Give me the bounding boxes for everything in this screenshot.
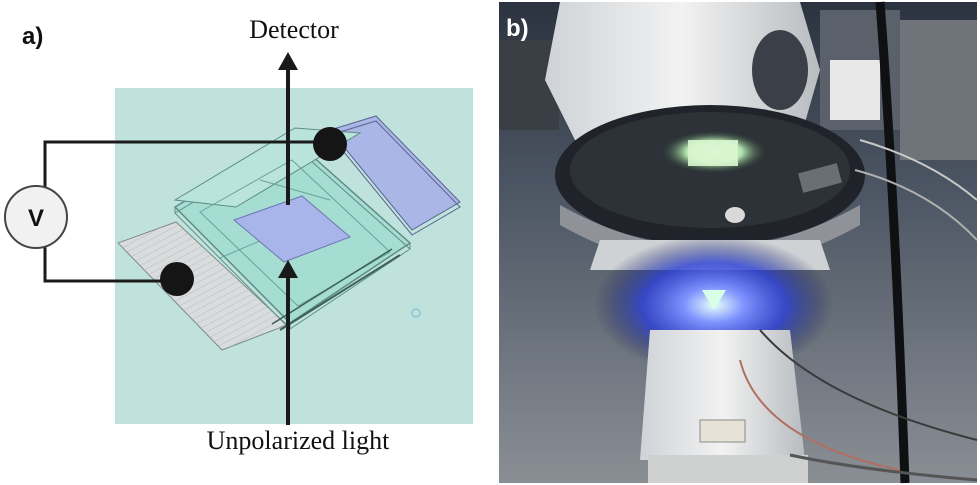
microscope-head [545,2,820,140]
detector-caption: Detector [249,15,339,44]
arrow-up-icon [278,52,298,70]
voltmeter-symbol: V [28,205,44,232]
light-source-caption: Unpolarized light [207,426,390,455]
sample-film [233,195,351,263]
voltmeter-icon: V [4,185,68,249]
bottom-contact-dot [160,262,194,296]
arrow-up-icon [278,260,298,278]
microscope-base [640,330,805,460]
glowing-sample [688,140,738,166]
top-contact-dot [313,127,347,161]
panel-a-label: a) [22,23,43,50]
panel-b-photo: b) [499,1,978,484]
panel-a: a) V [4,15,473,455]
circuit-wire-top [43,140,330,193]
cable [875,1,910,484]
led-chip [702,290,726,310]
right-electrode-pad [329,115,461,231]
circuit-wire-bottom [43,238,177,283]
panel-b-label: b) [506,15,529,42]
